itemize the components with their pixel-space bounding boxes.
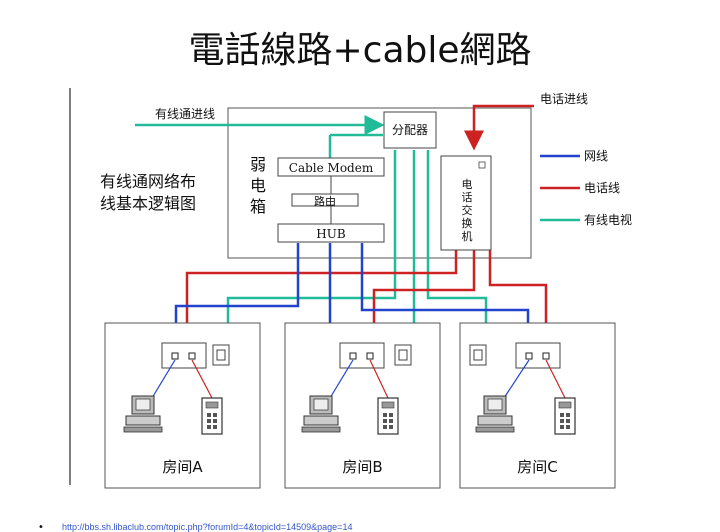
- legend-cable-tv-label: 有线电视: [584, 212, 632, 227]
- box-label-2: 电: [250, 176, 266, 195]
- cable-tv-incoming-label: 有线通进线: [155, 107, 215, 121]
- pbx-label-3: 交: [462, 203, 473, 217]
- room-label: 房间A: [162, 458, 203, 476]
- legend-network-label: 网线: [584, 149, 608, 163]
- computer-icon: [475, 395, 515, 433]
- router-label: 路由: [314, 194, 336, 208]
- phone-cable: [369, 359, 389, 399]
- outlet-panel: [161, 342, 207, 369]
- pbx-label-2: 话: [462, 191, 473, 204]
- network-jack: [349, 352, 357, 360]
- phone-jack: [366, 352, 374, 360]
- rooms: 房间A 房间B 房间C: [104, 322, 616, 489]
- room-a: 房间A: [104, 322, 261, 489]
- pbx-label-4: 换: [462, 216, 473, 230]
- computer-icon: [123, 395, 163, 433]
- computer-icon: [301, 395, 341, 433]
- cable-modem-label: Cable Modem: [289, 161, 374, 175]
- phone-jack: [542, 352, 550, 360]
- telephone-icon: [201, 397, 223, 435]
- telephone-icon: [377, 397, 399, 435]
- tv-socket: [398, 349, 408, 361]
- room-b: 房间B: [284, 322, 441, 489]
- pc-cable: [329, 359, 354, 399]
- outlet-panel: [515, 342, 561, 369]
- phone-wires: [185, 104, 548, 353]
- pc-cable: [151, 359, 176, 399]
- room-label: 房间C: [517, 458, 557, 476]
- pc-cable: [503, 359, 530, 399]
- tv-socket: [473, 349, 483, 361]
- legend: 网线 电话线 有线电视: [540, 149, 632, 227]
- pbx-box: [440, 155, 492, 251]
- box-label-3: 箱: [250, 197, 266, 216]
- box-label-1: 弱: [250, 155, 266, 174]
- splitter-box: [383, 111, 437, 149]
- room-c: 房间C: [459, 322, 616, 489]
- network-jack: [525, 352, 533, 360]
- side-title-line1: 有线通网络布: [100, 172, 196, 191]
- slide-title: 電話線路+cable網路: [188, 30, 531, 71]
- phone-incoming-label: 电话进线: [540, 92, 588, 106]
- tv-socket: [216, 349, 226, 361]
- outlet-panel: [339, 342, 385, 369]
- splitter-label: 分配器: [392, 123, 428, 137]
- hub-label: HUB: [316, 227, 346, 241]
- phone-cable: [545, 359, 566, 399]
- hub-box: [277, 223, 385, 243]
- pbx-label-5: 机: [462, 229, 473, 243]
- telephone-icon: [554, 397, 576, 435]
- phone-jack: [188, 352, 196, 360]
- legend-phone-label: 电话线: [584, 181, 620, 195]
- room-label: 房间B: [342, 458, 382, 476]
- side-title-line2: 线基本逻辑图: [100, 194, 196, 213]
- footer-url[interactable]: http://bbs.sh.libaclub.com/topic.php?for…: [62, 522, 352, 532]
- phone-cable: [191, 359, 213, 399]
- router-box: [291, 193, 359, 207]
- footer-bullet: •: [38, 522, 44, 532]
- pbx-label-1: 电: [462, 178, 473, 191]
- network-jack: [171, 352, 179, 360]
